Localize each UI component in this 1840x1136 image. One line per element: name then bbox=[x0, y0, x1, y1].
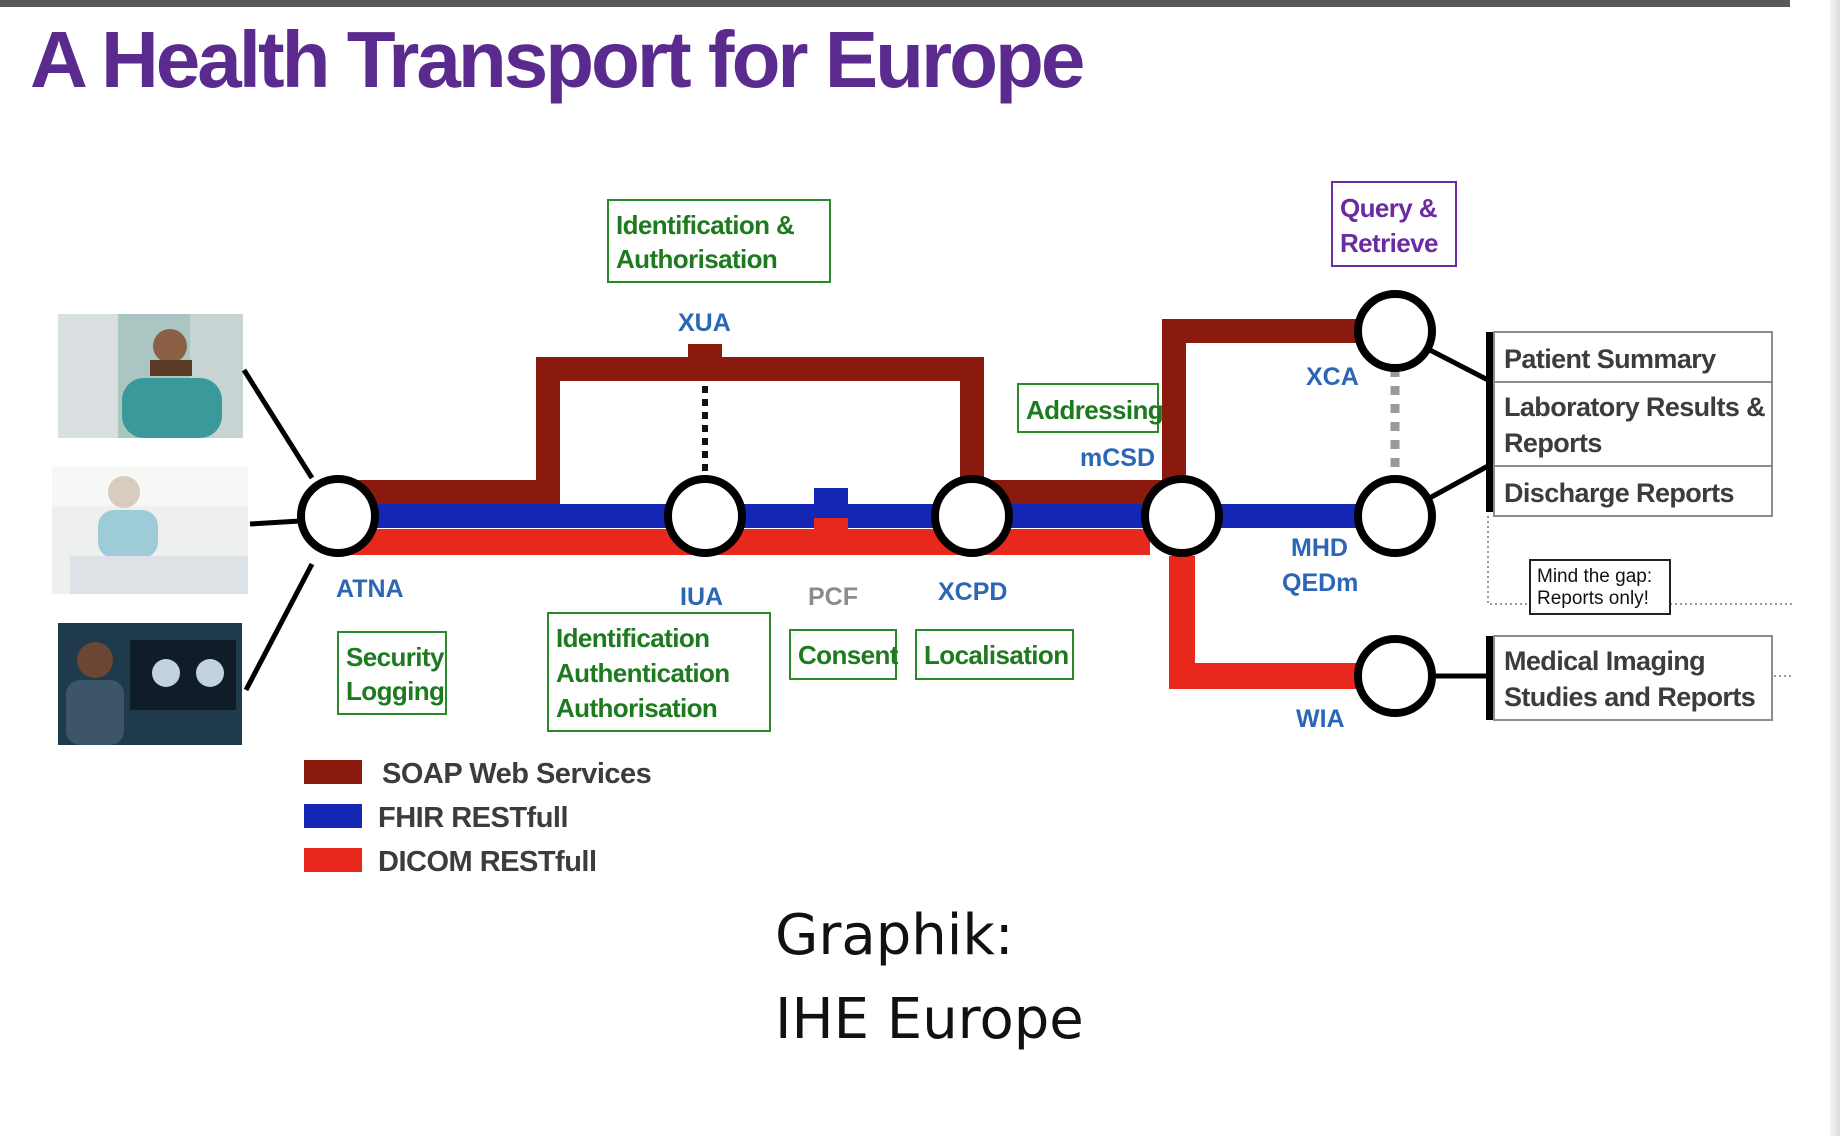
legend-label-dicom: DICOM RESTfull bbox=[378, 846, 597, 878]
soap-route bbox=[338, 331, 1378, 492]
pcf-marker bbox=[814, 488, 848, 518]
svg-text:Authorisation: Authorisation bbox=[556, 693, 717, 723]
gap-note: Mind the gap: Reports only! bbox=[1530, 560, 1670, 614]
svg-text:Security: Security bbox=[346, 642, 445, 672]
pcf-marker-dicom bbox=[814, 518, 848, 542]
station-label-atna: ATNA bbox=[336, 575, 404, 603]
svg-text:Authentication: Authentication bbox=[556, 658, 730, 688]
mhd-node bbox=[1358, 479, 1432, 553]
svg-text:Retrieve: Retrieve bbox=[1340, 228, 1438, 258]
station-label-mcsd: mCSD bbox=[1080, 444, 1155, 472]
function-box-identification-authorisation: Identification & Authorisation bbox=[608, 200, 830, 282]
xca-node bbox=[1358, 294, 1432, 368]
clinician-photo bbox=[58, 314, 243, 438]
function-box-security-logging: Security Logging bbox=[338, 632, 446, 714]
image-credit: Graphik: IHE Europe bbox=[775, 894, 1084, 1062]
document-lab-results-line1: Laboratory Results & bbox=[1504, 392, 1765, 422]
legend-swatch-fhir bbox=[304, 804, 362, 828]
document-patient-summary: Patient Summary bbox=[1504, 344, 1716, 374]
svg-text:Localisation: Localisation bbox=[924, 640, 1069, 670]
station-label-wia: WIA bbox=[1296, 705, 1345, 733]
station-label-xcpd: XCPD bbox=[938, 578, 1007, 606]
legend-label-soap: SOAP Web Services bbox=[382, 758, 651, 790]
svg-text:Query &: Query & bbox=[1340, 193, 1437, 223]
document-discharge-reports: Discharge Reports bbox=[1504, 478, 1734, 508]
station-label-xca: XCA bbox=[1306, 363, 1359, 391]
station-label-qedm: QEDm bbox=[1282, 569, 1358, 597]
svg-text:Logging: Logging bbox=[346, 676, 444, 706]
radiologist-photo bbox=[58, 623, 242, 745]
legend-label-fhir: FHIR RESTfull bbox=[378, 802, 568, 834]
document-lab-results-line2: Reports bbox=[1504, 428, 1602, 458]
svg-text:Addressing: Addressing bbox=[1026, 395, 1163, 425]
function-box-consent: Consent bbox=[790, 630, 899, 679]
svg-text:Reports only!: Reports only! bbox=[1537, 588, 1649, 609]
xcpd-node bbox=[935, 479, 1009, 553]
document-panel-bar bbox=[1486, 332, 1494, 512]
svg-text:Identification: Identification bbox=[556, 623, 709, 653]
svg-text:Authorisation: Authorisation bbox=[616, 244, 777, 274]
station-label-iua: IUA bbox=[680, 583, 723, 611]
function-box-localisation: Localisation bbox=[916, 630, 1073, 679]
atna-node bbox=[301, 479, 375, 553]
svg-text:Identification &: Identification & bbox=[616, 210, 794, 240]
legend-swatch-dicom bbox=[304, 848, 362, 872]
iua-node bbox=[668, 479, 742, 553]
svg-text:Consent: Consent bbox=[798, 640, 899, 670]
wia-node bbox=[1358, 639, 1432, 713]
caption-line-2: IHE Europe bbox=[775, 978, 1084, 1062]
station-label-pcf: PCF bbox=[808, 583, 858, 611]
function-box-query-retrieve: Query & Retrieve bbox=[1332, 182, 1456, 266]
function-box-addressing: Addressing bbox=[1018, 384, 1163, 432]
station-label-xua: XUA bbox=[678, 309, 731, 337]
caption-line-1: Graphik: bbox=[775, 894, 1084, 978]
hub-node bbox=[1145, 479, 1219, 553]
svg-text:Mind the gap:: Mind the gap: bbox=[1537, 566, 1652, 587]
document-imaging-line1: Medical Imaging bbox=[1504, 646, 1705, 676]
station-label-mhd: MHD bbox=[1291, 534, 1348, 562]
patient-photo bbox=[52, 466, 248, 594]
function-box-identification-authentication-authorisation: Identification Authentication Authorisat… bbox=[548, 613, 770, 731]
legend-swatch-soap bbox=[304, 760, 362, 784]
document-imaging-line2: Studies and Reports bbox=[1504, 682, 1755, 712]
imaging-panel-bar bbox=[1486, 636, 1494, 720]
xua-marker bbox=[688, 344, 722, 368]
legend: SOAP Web Services FHIR RESTfull DICOM RE… bbox=[304, 758, 651, 878]
